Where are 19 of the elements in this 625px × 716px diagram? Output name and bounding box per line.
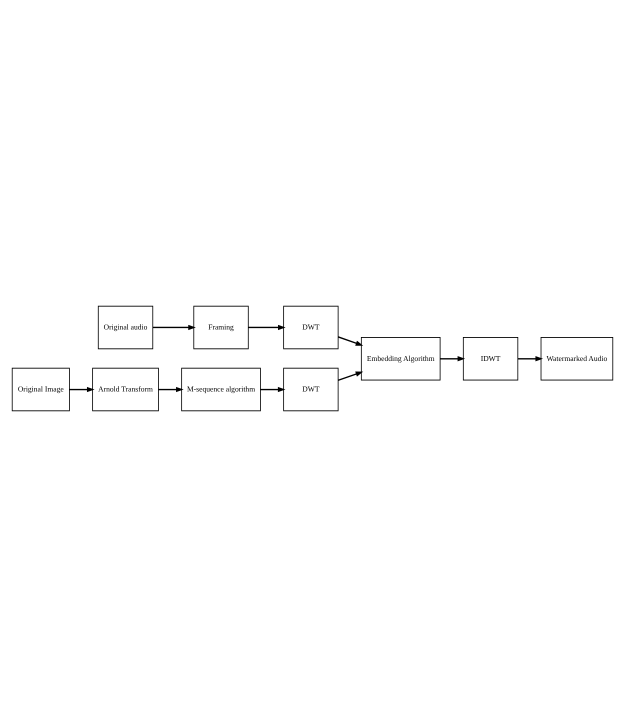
arrow [248,324,286,330]
arrow [338,371,364,380]
node-box: IDWT [462,336,518,380]
node-box: M-sequence algorithm [181,367,261,411]
node-box: Original audio [98,305,154,349]
arrow [158,386,184,392]
arrow [69,386,95,392]
node-box: Embedding Algorithm [360,336,441,380]
arrow [440,356,466,361]
node-box: Framing [193,305,249,349]
arrow [260,386,286,392]
node-box: DWT [283,305,339,349]
node-box: Watermarked Audio [540,336,614,380]
arrow [338,336,364,346]
node-box: Arnold Transform [92,367,159,411]
node-box: Original Image [12,367,70,411]
node-box: DWT [283,367,339,411]
arrow [518,356,543,361]
arrow [152,324,196,330]
